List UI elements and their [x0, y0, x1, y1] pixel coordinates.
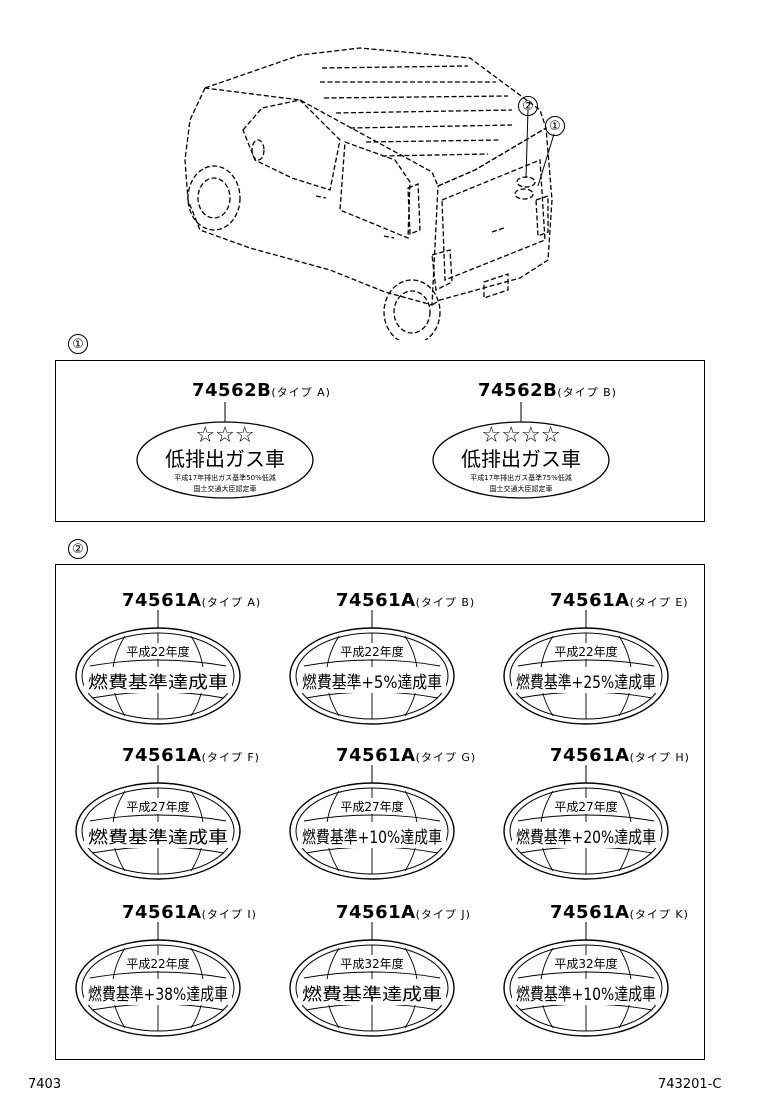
sticker-year: 平成27年度 [126, 799, 189, 814]
part-type: (タイプ J) [415, 908, 471, 921]
low-emission-sticker: ☆☆☆☆ 低排出ガス車 平成17年排出ガス基準75%低減 国土交通大臣認定車 [432, 402, 610, 499]
part-label: 74562B(タイプ B) [478, 380, 617, 401]
part-type: (タイプ A) [201, 596, 262, 609]
part-number: 74561A [336, 745, 416, 766]
sticker-main: 低排出ガス車 [165, 447, 285, 471]
sticker-year: 平成32年度 [340, 956, 403, 971]
sticker-main: 燃費基準+10%達成車 [516, 985, 656, 1005]
vehicle-illustration [184, 47, 555, 340]
sticker-line2: 国土交通大臣認定車 [194, 484, 257, 493]
low-emission-sticker: ☆☆☆ 低排出ガス車 平成17年排出ガス基準50%低減 国土交通大臣認定車 [136, 402, 314, 499]
sticker-main: 低排出ガス車 [461, 447, 581, 471]
part-type: (タイプ F) [201, 751, 260, 764]
sticker-year: 平成27年度 [340, 799, 403, 814]
part-number: 74561A [550, 902, 630, 923]
part-number: 74561A [122, 590, 202, 611]
sticker-stars: ☆☆☆ [195, 423, 254, 448]
part-number: 74562B [478, 380, 558, 401]
part-label: 74562B(タイプ A) [192, 380, 331, 401]
sticker-year: 平成22年度 [126, 956, 189, 971]
sticker-main: 燃費基準達成車 [88, 828, 228, 848]
sticker-main: 燃費基準達成車 [302, 985, 442, 1005]
sticker-main: 燃費基準+38%達成車 [88, 985, 228, 1005]
callout-2: ② [518, 96, 538, 116]
part-label: 74561A(タイプ B) [336, 590, 475, 611]
part-type: (タイプ E) [629, 596, 689, 609]
part-label: 74561A(タイプ I) [122, 902, 257, 923]
part-label: 74561A(タイプ H) [550, 745, 690, 766]
part-number: 74561A [122, 902, 202, 923]
part-label: 74561A(タイプ A) [122, 590, 261, 611]
part-label: 74561A(タイプ J) [336, 902, 471, 923]
sticker-line2: 国土交通大臣認定車 [490, 484, 553, 493]
sticker-main: 燃費基準+25%達成車 [516, 673, 656, 693]
part-label: 74561A(タイプ G) [336, 745, 476, 766]
part-label: 74561A(タイプ E) [550, 590, 689, 611]
sticker-year: 平成32年度 [554, 956, 617, 971]
part-type: (タイプ K) [629, 908, 689, 921]
sticker-year: 平成22年度 [126, 644, 189, 659]
sticker-year: 平成22年度 [340, 644, 403, 659]
footer-left: 7403 [28, 1077, 62, 1092]
part-label: 74561A(タイプ K) [550, 902, 689, 923]
callout-1: ① [545, 116, 565, 136]
part-type: (タイプ H) [629, 751, 690, 764]
part-number: 74561A [550, 745, 630, 766]
part-label: 74561A(タイプ F) [122, 745, 260, 766]
sticker-main: 燃費基準+10%達成車 [302, 828, 442, 848]
sticker-line1: 平成17年排出ガス基準75%低減 [470, 473, 571, 482]
part-type: (タイプ A) [271, 386, 331, 399]
sticker-main: 燃費基準達成車 [88, 673, 228, 693]
sticker-year: 平成22年度 [554, 644, 617, 659]
sticker-stars: ☆☆☆☆ [482, 423, 561, 448]
footer-right: 743201-C [658, 1077, 722, 1092]
part-type: (タイプ G) [415, 751, 477, 764]
part-type: (タイプ I) [201, 908, 257, 921]
sticker-main: 燃費基準+5%達成車 [302, 673, 442, 693]
sticker-main: 燃費基準+20%達成車 [516, 828, 656, 848]
part-number: 74561A [550, 590, 630, 611]
sticker-year: 平成27年度 [554, 799, 617, 814]
part-type: (タイプ B) [415, 596, 476, 609]
sticker-line1: 平成17年排出ガス基準50%低減 [174, 473, 275, 482]
section1-box [55, 360, 705, 522]
part-type: (タイプ B) [557, 386, 617, 399]
section1-marker: ① [68, 334, 88, 354]
part-number: 74561A [122, 745, 202, 766]
part-number: 74561A [336, 590, 416, 611]
section2-marker: ② [68, 539, 88, 559]
section2-box [55, 564, 705, 1060]
part-number: 74561A [336, 902, 416, 923]
part-number: 74562B [192, 380, 272, 401]
